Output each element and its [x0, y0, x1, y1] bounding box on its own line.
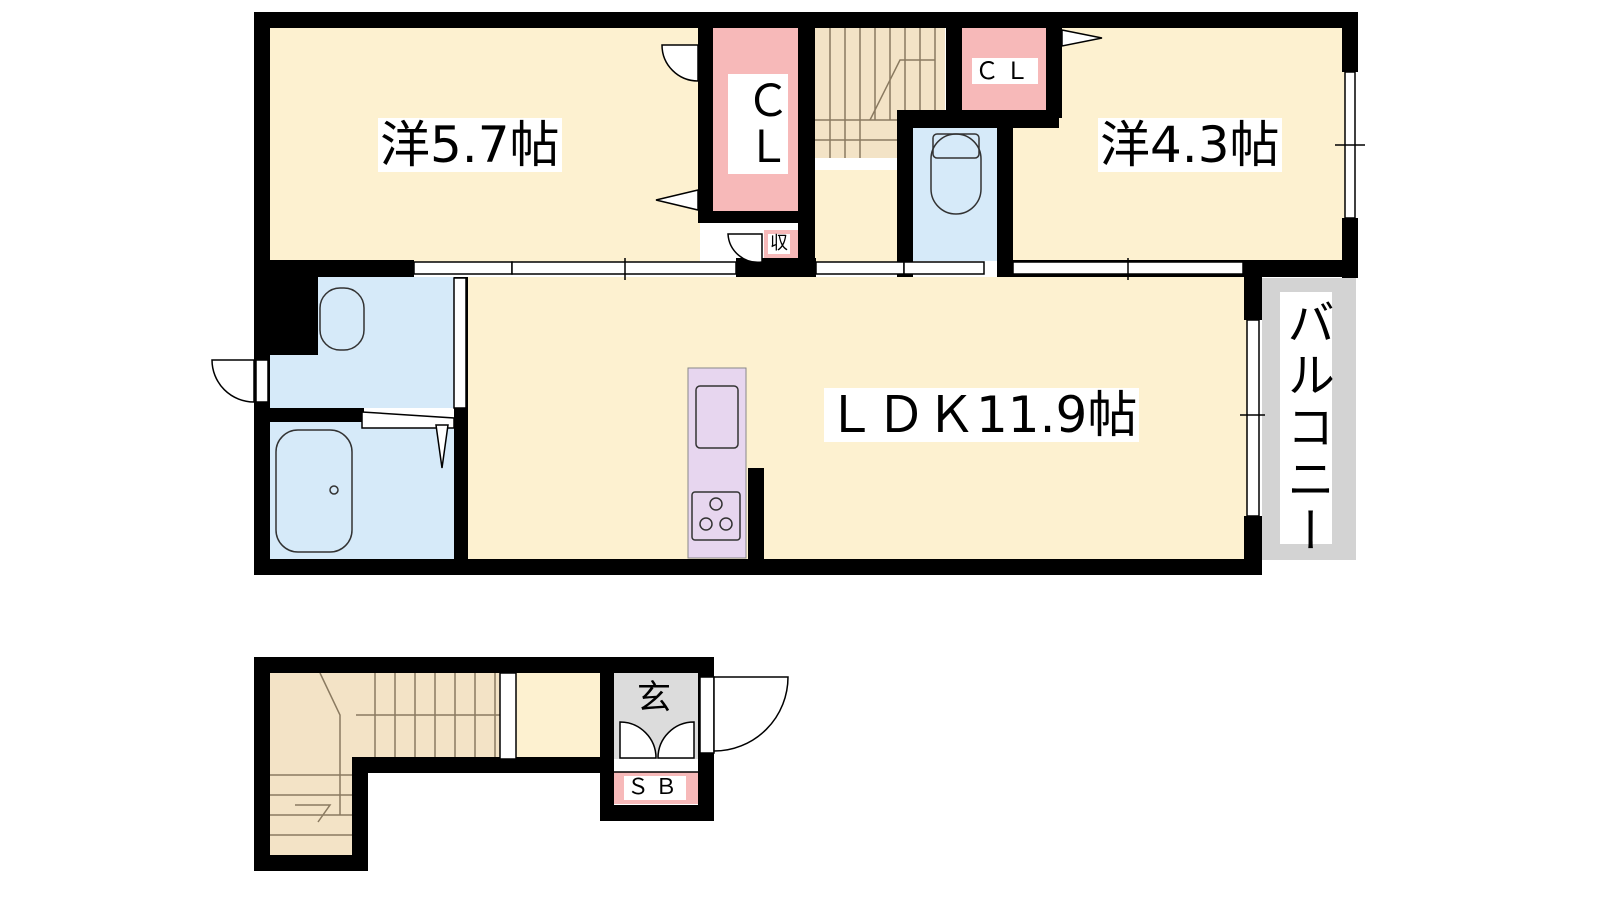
- room-label-storage: 収: [768, 233, 790, 254]
- stair-lines-upper: [815, 28, 936, 158]
- room-label-closet-a: ＣＬ: [728, 74, 789, 174]
- room-label-western-b: 洋4.3帖: [1098, 116, 1282, 174]
- doors-lower: [499, 672, 789, 773]
- room-label-ldk: ＬＤＫ11.9帖: [824, 386, 1140, 444]
- room-label-balcony: バルコニー: [1278, 292, 1334, 558]
- room-label-western-a: 洋5.7帖: [378, 116, 562, 174]
- room-label-entrance: 玄: [637, 678, 671, 718]
- toilet-room: [913, 128, 997, 261]
- doors: [211, 29, 1103, 469]
- windows: [413, 71, 1365, 517]
- washbasin-icon: [319, 287, 365, 351]
- sink-icon: [695, 385, 739, 449]
- hall-upper: [815, 170, 900, 263]
- room-label-closet-b: ＣＬ: [972, 58, 1038, 84]
- walls: [254, 12, 1358, 575]
- stair-lines-lower: [270, 672, 500, 836]
- room-label-shoebox: ＳＢ: [624, 776, 687, 800]
- kitchen-counter: [687, 367, 747, 559]
- hall-lower: [516, 673, 600, 759]
- bathtub-icon: [275, 429, 353, 553]
- stove-icon: [691, 491, 741, 541]
- stair-lower-b: [270, 673, 356, 855]
- fixtures: [275, 133, 982, 553]
- bathroom: [268, 422, 454, 559]
